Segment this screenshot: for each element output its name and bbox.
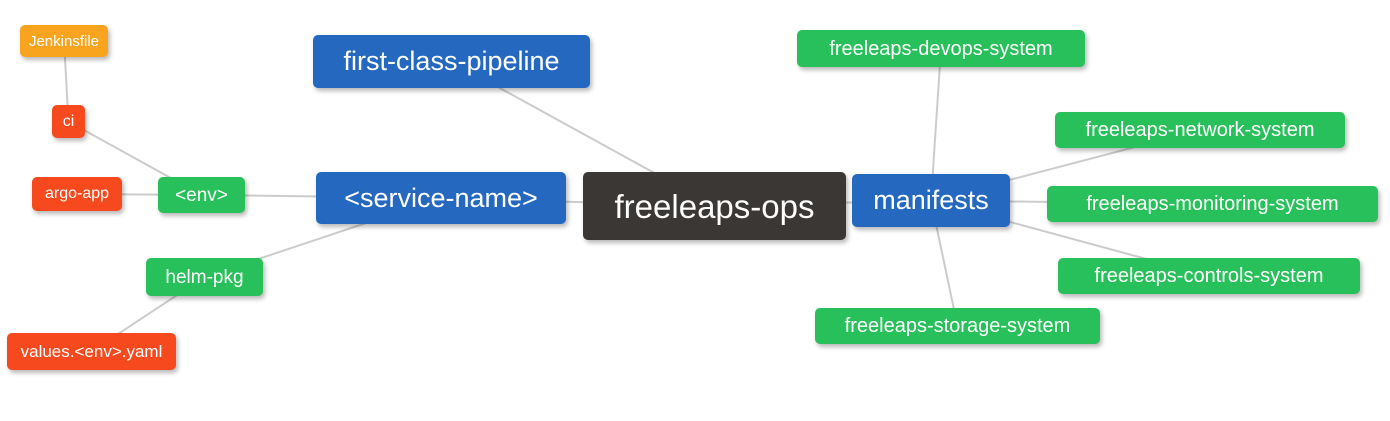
node-argo-app[interactable]: argo-app (32, 177, 122, 211)
node-freeleaps-controls-system[interactable]: freeleaps-controls-system (1058, 258, 1360, 294)
node-freeleaps-devops-system[interactable]: freeleaps-devops-system (797, 30, 1085, 67)
node-ci[interactable]: ci (52, 105, 85, 138)
node-freeleaps-ops[interactable]: freeleaps-ops (583, 172, 846, 240)
node-freeleaps-storage-system[interactable]: freeleaps-storage-system (815, 308, 1100, 344)
node-env[interactable]: <env> (158, 177, 245, 213)
node-manifests[interactable]: manifests (852, 174, 1010, 227)
node-first-class-pipeline[interactable]: first-class-pipeline (313, 35, 590, 88)
node-freeleaps-monitoring-system[interactable]: freeleaps-monitoring-system (1047, 186, 1378, 222)
node-service-name[interactable]: <service-name> (316, 172, 566, 224)
node-jenkinsfile[interactable]: Jenkinsfile (20, 25, 108, 57)
node-freeleaps-network-system[interactable]: freeleaps-network-system (1055, 112, 1345, 148)
node-helm-pkg[interactable]: helm-pkg (146, 258, 263, 296)
node-values-env-yaml[interactable]: values.<env>.yaml (7, 333, 176, 370)
